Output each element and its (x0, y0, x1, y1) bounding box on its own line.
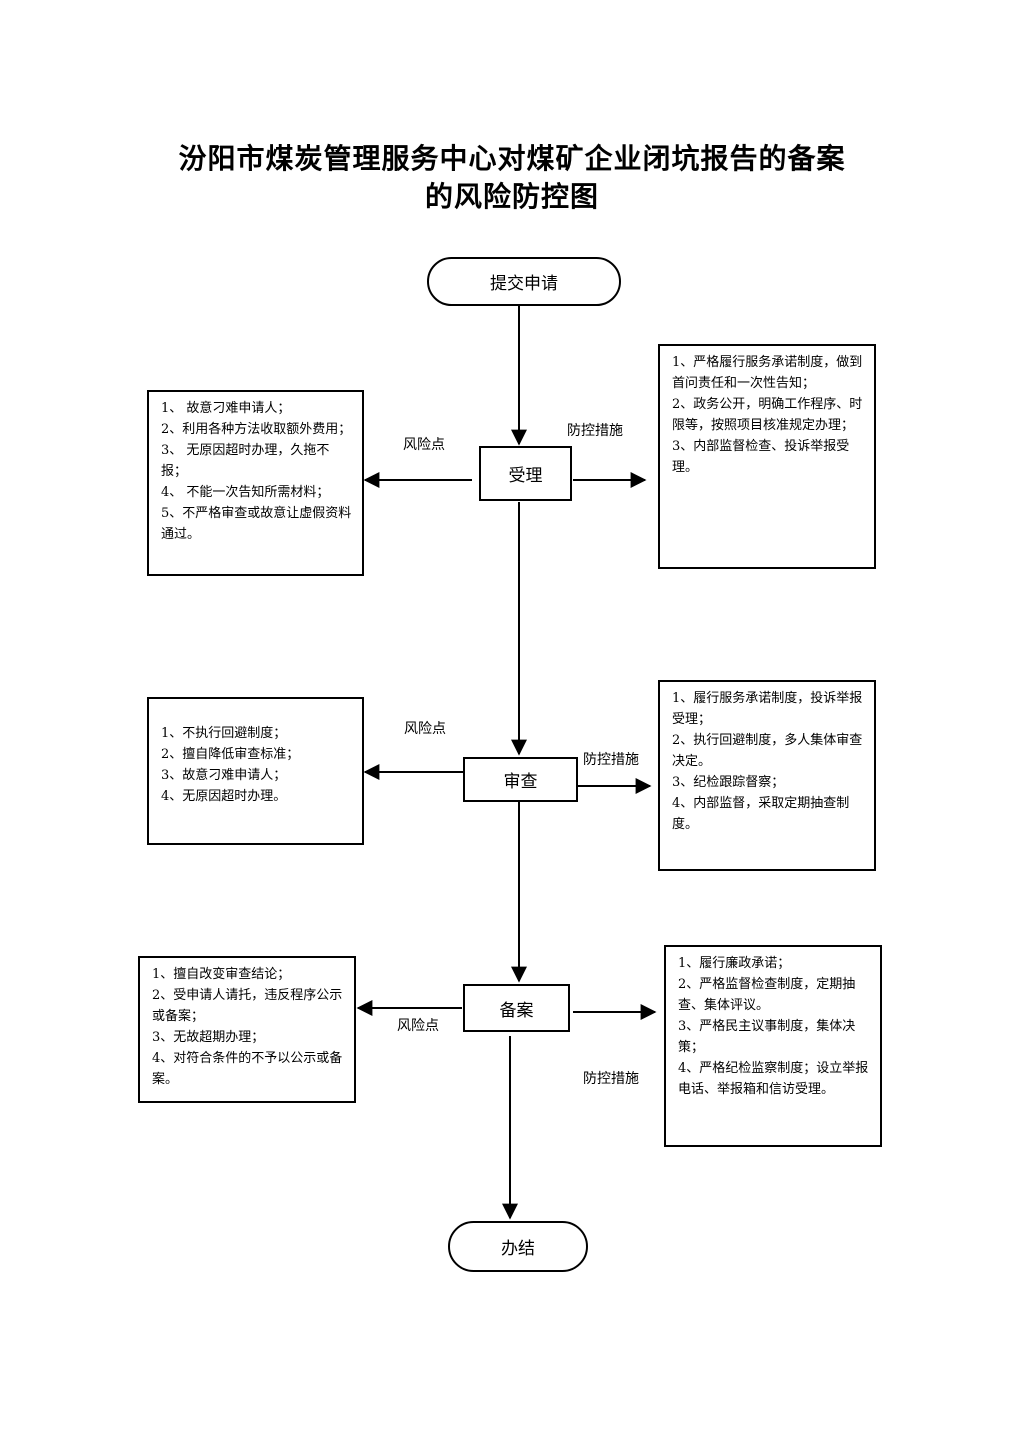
diagram-title-line2: 的风险防控图 (424, 180, 599, 213)
measure-item: 1、严格履行服务承诺制度，做到首问责任和一次性告知； (672, 355, 863, 391)
measure-item: 3、纪检跟踪督察； (672, 775, 785, 790)
measure-item: 1、履行廉政承诺； (678, 956, 791, 971)
risk-item: 2、利用各种方法收取额外费用； (161, 422, 352, 437)
risk-item: 3、 无原因超时办理，久拖不报； (161, 443, 330, 479)
risk-item: 4、无原因超时办理。 (161, 789, 287, 804)
risk-item: 1、 故意刁难申请人； (161, 401, 291, 416)
risk-item: 1、擅自改变审查结论； (152, 967, 291, 982)
risk-item: 1、不执行回避制度； (161, 726, 287, 741)
step-accept-node: 受理 (479, 446, 572, 501)
risk-item: 3、无故超期办理； (152, 1030, 265, 1045)
measure-item: 3、严格民主议事制度，集体决策； (678, 1019, 856, 1055)
step-review-node: 审查 (463, 757, 578, 802)
risk-item: 4、对符合条件的不予以公示或备案。 (152, 1051, 343, 1087)
step-record-node: 备案 (463, 984, 570, 1032)
risk-item: 2、擅自降低审查标准； (161, 747, 300, 762)
risk-item: 3、故意刁难申请人； (161, 768, 287, 783)
diagram-title-line1: 汾阳市煤炭管理服务中心对煤矿企业闭坑报告的备案 (178, 142, 846, 175)
end-node: 办结 (448, 1221, 588, 1272)
measure-item: 3、内部监督检查、投诉举报受理。 (672, 439, 850, 475)
risk-label-step3: 风险点 (397, 1018, 439, 1034)
risk-label-step2: 风险点 (404, 721, 446, 737)
risk-box-step3: 1、擅自改变审查结论； 2、受申请人请托，违反程序公示或备案； 3、无故超期办理… (138, 956, 356, 1103)
risk-box-step2: 1、不执行回避制度； 2、擅自降低审查标准； 3、故意刁难申请人； 4、无原因超… (147, 697, 364, 845)
measure-item: 2、严格监督检查制度，定期抽查、集体评议。 (678, 977, 856, 1013)
measures-box-step2: 1、履行服务承诺制度，投诉举报受理； 2、执行回避制度，多人集体审查决定。 3、… (658, 680, 876, 871)
measure-item: 1、履行服务承诺制度，投诉举报受理； (672, 691, 863, 727)
measures-box-step1: 1、严格履行服务承诺制度，做到首问责任和一次性告知； 2、政务公开，明确工作程序… (658, 344, 876, 569)
risk-item: 5、不严格审查或故意让虚假资料通过。 (161, 506, 352, 542)
measures-label-step1: 防控措施 (567, 423, 623, 439)
measures-label-step2: 防控措施 (583, 752, 639, 768)
measures-box-step3: 1、履行廉政承诺； 2、严格监督检查制度，定期抽查、集体评议。 3、严格民主议事… (664, 945, 882, 1147)
measures-label-step3: 防控措施 (583, 1071, 639, 1087)
measure-item: 2、执行回避制度，多人集体审查决定。 (672, 733, 863, 769)
risk-box-step1: 1、 故意刁难申请人； 2、利用各种方法收取额外费用； 3、 无原因超时办理，久… (147, 390, 364, 576)
risk-item: 4、 不能一次告知所需材料； (161, 485, 330, 500)
measure-item: 4、严格纪检监察制度；设立举报电话、举报箱和信访受理。 (678, 1061, 869, 1097)
start-node: 提交申请 (427, 257, 621, 306)
risk-item: 2、受申请人请托，违反程序公示或备案； (152, 988, 343, 1024)
measure-item: 4、内部监督，采取定期抽查制度。 (672, 796, 850, 832)
measure-item: 2、政务公开，明确工作程序、时限等，按照项目核准规定办理； (672, 397, 863, 433)
risk-label-step1: 风险点 (403, 437, 445, 453)
